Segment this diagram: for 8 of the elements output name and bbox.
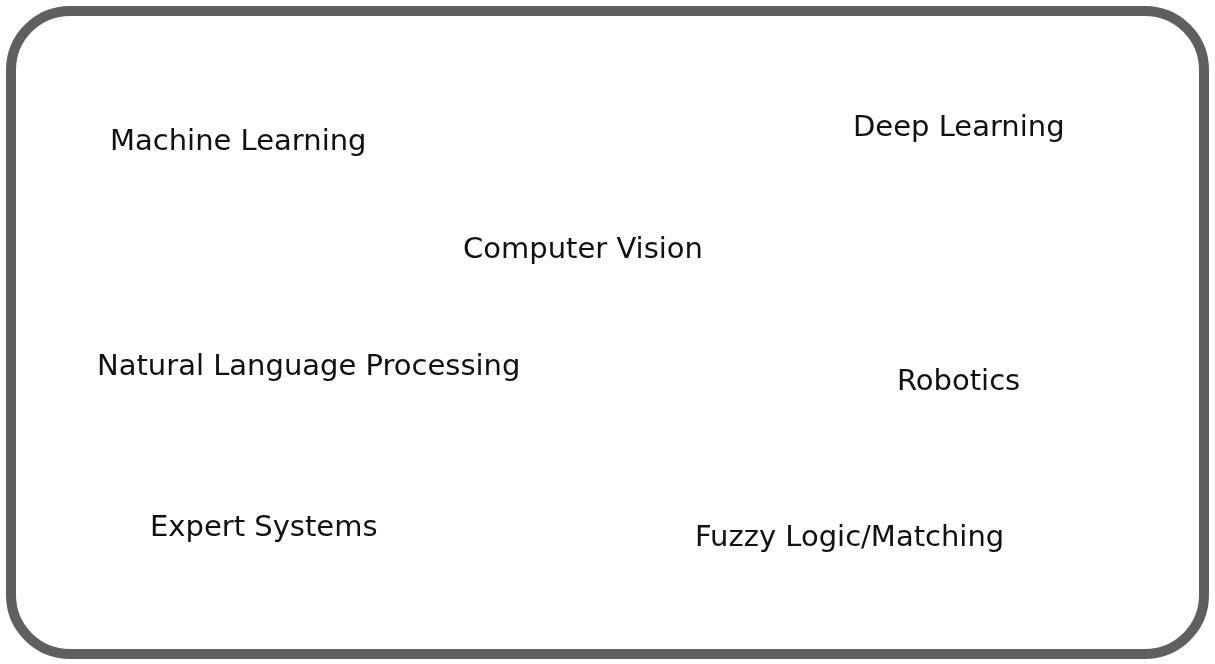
topic-label: Computer Vision [463, 230, 703, 266]
topic-label: Fuzzy Logic/Matching [695, 518, 1005, 554]
topic-label: Natural Language Processing [97, 347, 521, 383]
rounded-panel [6, 6, 1209, 659]
topic-label: Expert Systems [150, 508, 378, 544]
topic-label: Deep Learning [853, 108, 1065, 144]
topic-label: Machine Learning [110, 122, 367, 158]
topic-label: Robotics [897, 362, 1021, 398]
